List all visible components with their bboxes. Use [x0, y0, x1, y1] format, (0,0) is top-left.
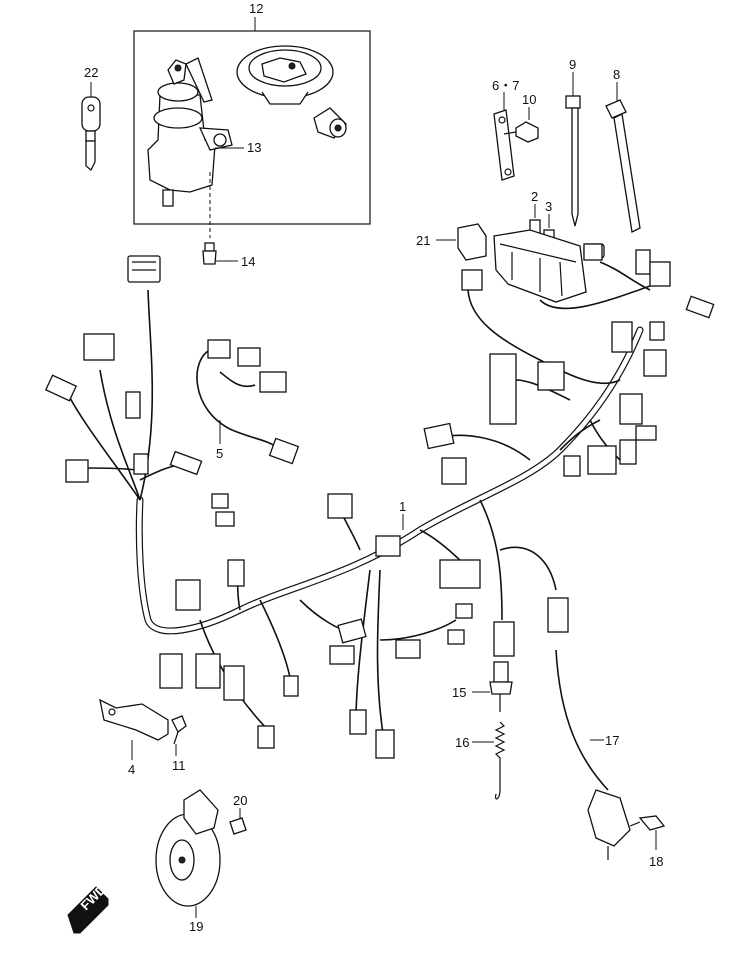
cable-tie-8: [605, 82, 641, 233]
callout-20: 20: [233, 793, 247, 808]
callout-22: 22: [84, 65, 98, 80]
callout-3: 3: [545, 199, 552, 214]
harness-connectors: [44, 243, 715, 759]
callout-21: 21: [416, 233, 430, 248]
rear-brake-switch: [472, 661, 513, 712]
callout-6-7: 6・7: [492, 78, 519, 93]
cable-tie-9: [565, 72, 581, 227]
callout-11: 11: [172, 758, 186, 773]
callout-15: 15: [452, 685, 466, 700]
screw-14: [202, 242, 238, 265]
bolt-18: [629, 815, 666, 850]
callout-labels: 12 13 14 22 6・7 10 9 8 2 3 21 1 5 4 11 2…: [84, 1, 663, 934]
callout-5: 5: [216, 446, 223, 461]
callout-9: 9: [569, 57, 576, 72]
callout-16: 16: [455, 735, 469, 750]
bracket-4: [99, 698, 169, 760]
callout-18: 18: [649, 854, 663, 869]
ignition-switch: [147, 57, 233, 207]
callout-13: 13: [247, 140, 261, 155]
callout-10: 10: [522, 92, 536, 107]
relay-21: [436, 223, 487, 261]
ignition-key: [81, 82, 101, 172]
forward-direction-arrow: FWD: [67, 882, 109, 934]
bolt-20: [229, 808, 247, 835]
callout-17: 17: [605, 733, 619, 748]
callout-2: 2: [531, 189, 538, 204]
ignition-switch-set: [133, 17, 371, 238]
bolt-11: [171, 715, 187, 756]
callout-8: 8: [613, 67, 620, 82]
fuse-2: [529, 204, 541, 235]
group-box-12: [133, 30, 371, 225]
bolt-10: [503, 107, 539, 143]
switch-spring: [472, 721, 506, 800]
callout-12: 12: [249, 1, 263, 16]
callout-14: 14: [241, 254, 255, 269]
wire-clamp: [493, 92, 515, 181]
main-wiring-harness: [65, 261, 651, 741]
callout-19: 19: [189, 919, 203, 934]
callout-4: 4: [128, 762, 135, 777]
callout-1: 1: [399, 499, 406, 514]
side-stand-switch: [555, 649, 631, 860]
fuel-cap-lock: [236, 45, 334, 105]
seat-lock-cylinder: [313, 107, 347, 139]
horn: [155, 789, 221, 918]
fuse-box: [493, 229, 605, 303]
